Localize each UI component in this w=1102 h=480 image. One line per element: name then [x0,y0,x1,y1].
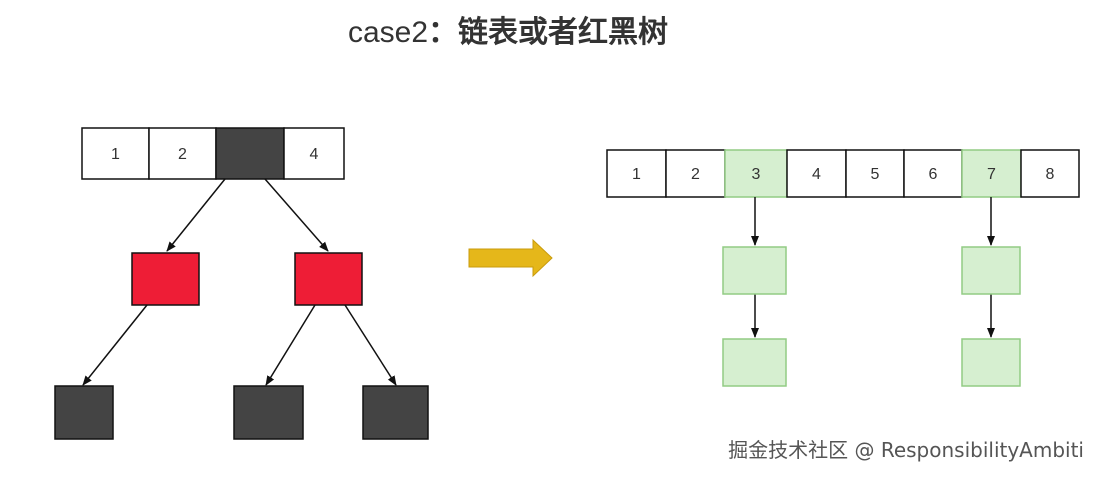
tree-edge [82,304,148,386]
right-array-cell-label: 2 [691,166,700,183]
linked-list-edges [751,197,995,338]
page-title: case2：链表或者红黑树 [348,15,668,50]
right-array-cell-label: 5 [871,166,880,183]
right-array-cell-label: 8 [1046,166,1055,183]
right-array-cell-label: 3 [752,166,761,183]
title-separator: ： [428,15,458,50]
right-array: 1 2 3 4 5 6 7 8 [606,149,1080,198]
left-array-cell-label: 1 [111,146,120,163]
red-node [294,252,363,306]
left-array-cell [81,127,150,180]
black-node [233,385,304,440]
black-node [54,385,114,440]
black-node [362,385,429,440]
left-array: 1 2 4 [81,127,345,180]
tree-edge [264,178,329,252]
right-array-cell-label: 1 [632,166,641,183]
tree-edge [166,178,226,252]
left-array-cell-dark [215,127,285,180]
list-node [722,338,787,387]
red-black-tree [54,252,429,440]
watermark: 掘金技术社区 @ ResponsibilityAmbiti [728,438,1084,462]
right-array-cell [665,149,726,198]
tree-edge [265,304,316,386]
right-array-cell [1020,149,1080,198]
tree-edge [344,304,397,386]
right-array-cell-label: 7 [987,166,996,183]
left-array-cell-label: 2 [178,146,187,163]
right-array-cell [903,149,963,198]
list-node [961,246,1021,295]
right-arrow-icon [468,238,553,278]
right-array-cell-label: 6 [929,166,938,183]
left-array-cell-label: 4 [310,146,319,163]
list-node [961,338,1021,387]
red-node [131,252,200,306]
right-array-cell-label: 4 [812,166,821,183]
list-node [722,246,787,295]
title-text: 链表或者红黑树 [458,15,668,50]
title-prefix: case2 [348,16,428,49]
right-array-cell [786,149,847,198]
left-array-cell [283,127,345,180]
tree-edges [82,178,397,386]
left-array-cell [148,127,217,180]
linked-lists [722,246,1021,387]
